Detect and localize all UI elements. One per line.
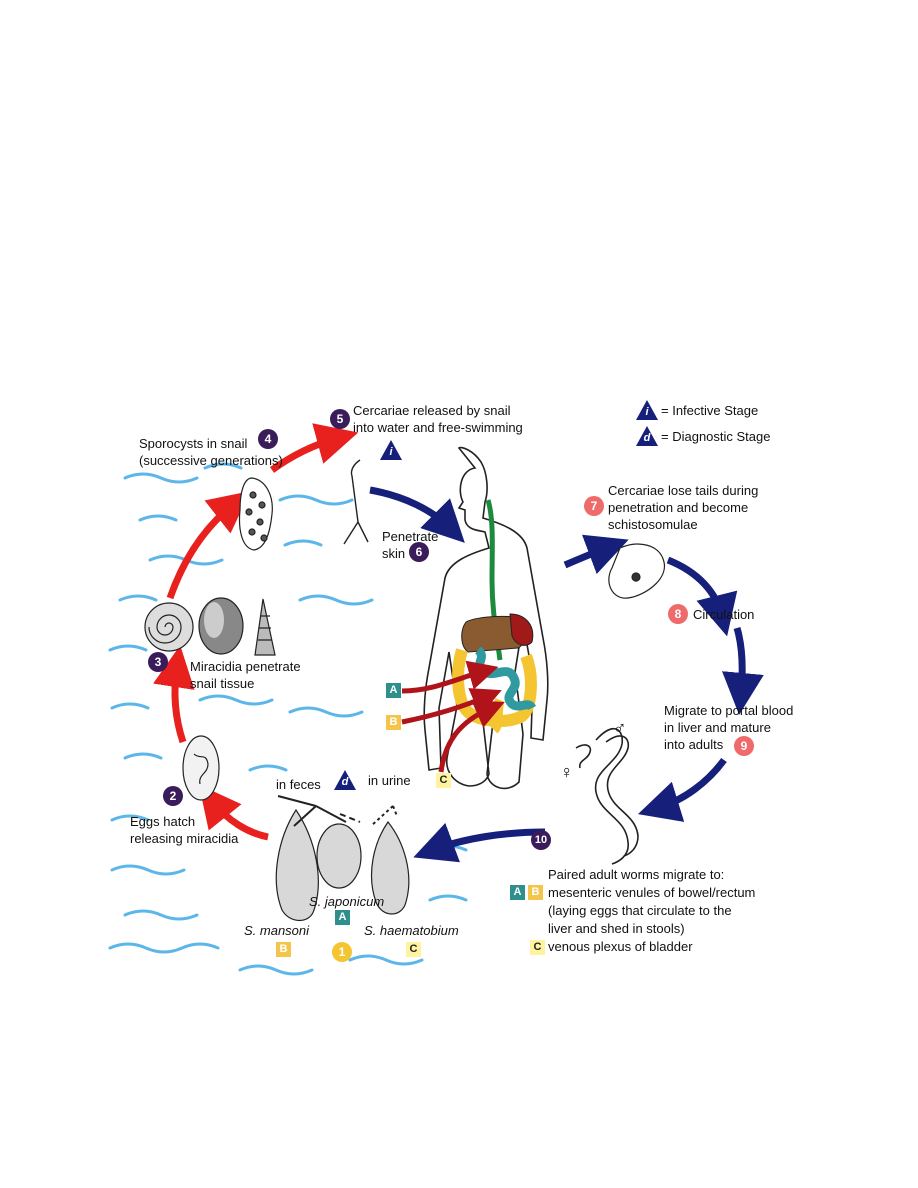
infective-stage-icon: i xyxy=(380,440,402,460)
step-8-marker: 8 xyxy=(668,604,688,624)
migrate-label-line3: into adults xyxy=(664,737,724,752)
egg-s-haematobium xyxy=(370,820,410,915)
miracidium xyxy=(182,735,220,801)
species-box-a-paired: A xyxy=(510,885,525,900)
lose-tails-label-line1: Cercariae lose tails during xyxy=(608,483,759,498)
sporocyst xyxy=(238,477,273,551)
miracidia-penetrate-label-line2: snail tissue xyxy=(190,676,255,691)
legend-infective-icon: i xyxy=(636,400,658,420)
paired-worms-label-line2: mesenteric venules of bowel/rectum xyxy=(548,885,756,900)
step-4-marker: 4 xyxy=(258,429,278,449)
paired-worms-label-line4: liver and shed in stools) xyxy=(548,921,685,936)
legend-diagnostic-label: = Diagnostic Stage xyxy=(661,429,771,444)
in-urine-label: in urine xyxy=(368,773,411,788)
species-box-c-entry: C xyxy=(436,773,451,788)
circulation-label: Circulation xyxy=(693,607,755,622)
paired-worms-label-line3: (laying eggs that circulate to the xyxy=(548,903,732,918)
penetrate-label-line1: Penetrate xyxy=(382,529,439,544)
cercariae-released-label-line1: Cercariae released by snail xyxy=(353,403,511,418)
egg-connector-lines xyxy=(277,795,398,827)
step-10-marker: 10 xyxy=(531,830,551,850)
species-box-c-paired: C xyxy=(530,940,545,955)
sporocysts-label-line2: (successive generations) xyxy=(139,453,283,468)
paired-worms-label-line1: Paired adult worms migrate to: xyxy=(548,867,725,882)
migrate-label-line2: in liver and mature xyxy=(664,720,771,735)
step-1-marker: 1 xyxy=(332,942,352,962)
eggs-hatch-label-line2: releasing miracidia xyxy=(130,831,239,846)
step-7-marker: 7 xyxy=(584,496,604,516)
legend-infective-label: = Infective Stage xyxy=(661,403,759,418)
lose-tails-label-line3: schistosomulae xyxy=(608,517,698,532)
cercariae-released-label-line2: into water and free-swimming xyxy=(353,420,523,435)
species-box-b-paired: B xyxy=(528,885,543,900)
legend-diagnostic-icon: d xyxy=(636,426,658,446)
red-cycle-arrows xyxy=(153,423,359,841)
diagnostic-stage-icon: d xyxy=(334,770,356,790)
step-2-marker: 2 xyxy=(163,786,183,806)
in-feces-label: in feces xyxy=(276,777,321,792)
water-waves xyxy=(108,462,468,976)
species-box-c-egg: C xyxy=(406,942,421,957)
cercaria xyxy=(343,459,369,545)
schistosomulum xyxy=(608,543,665,599)
s-japonicum-label: S. japonicum xyxy=(309,894,385,909)
species-box-b-entry: B xyxy=(386,715,401,730)
migrate-label-line1: Migrate to portal blood xyxy=(664,703,794,718)
schistosoma-eggs xyxy=(275,808,410,922)
step-3-marker: 3 xyxy=(148,652,168,672)
miracidia-penetrate-label-line1: Miracidia penetrate xyxy=(190,659,301,674)
step-5-marker: 5 xyxy=(330,409,350,429)
penetrate-label-line2: skin xyxy=(382,546,406,561)
species-box-a-entry: A xyxy=(386,683,401,698)
step-9-marker: 9 xyxy=(734,736,754,756)
female-symbol-text: ♀ xyxy=(560,762,574,782)
egg-s-japonicum xyxy=(316,823,362,889)
male-symbol: ♂ xyxy=(613,718,627,738)
step-6-marker: 6 xyxy=(409,542,429,562)
s-mansoni-label: S. mansoni xyxy=(244,923,310,938)
blue-cycle-arrows xyxy=(369,486,764,863)
eggs-hatch-label-line1: Eggs hatch xyxy=(130,814,196,829)
s-haematobium-label: S. haematobium xyxy=(364,923,459,938)
egg-s-mansoni xyxy=(275,808,319,922)
species-box-b-egg: B xyxy=(276,942,291,957)
lose-tails-label-line2: penetration and become xyxy=(608,500,749,515)
snails xyxy=(144,597,276,656)
species-box-a-egg: A xyxy=(335,910,350,925)
species-entry-arrows xyxy=(401,660,505,773)
paired-worms-label-line5: venous plexus of bladder xyxy=(548,939,693,954)
adult-worms xyxy=(575,727,639,865)
sporocysts-label-line1: Sporocysts in snail xyxy=(139,436,248,451)
